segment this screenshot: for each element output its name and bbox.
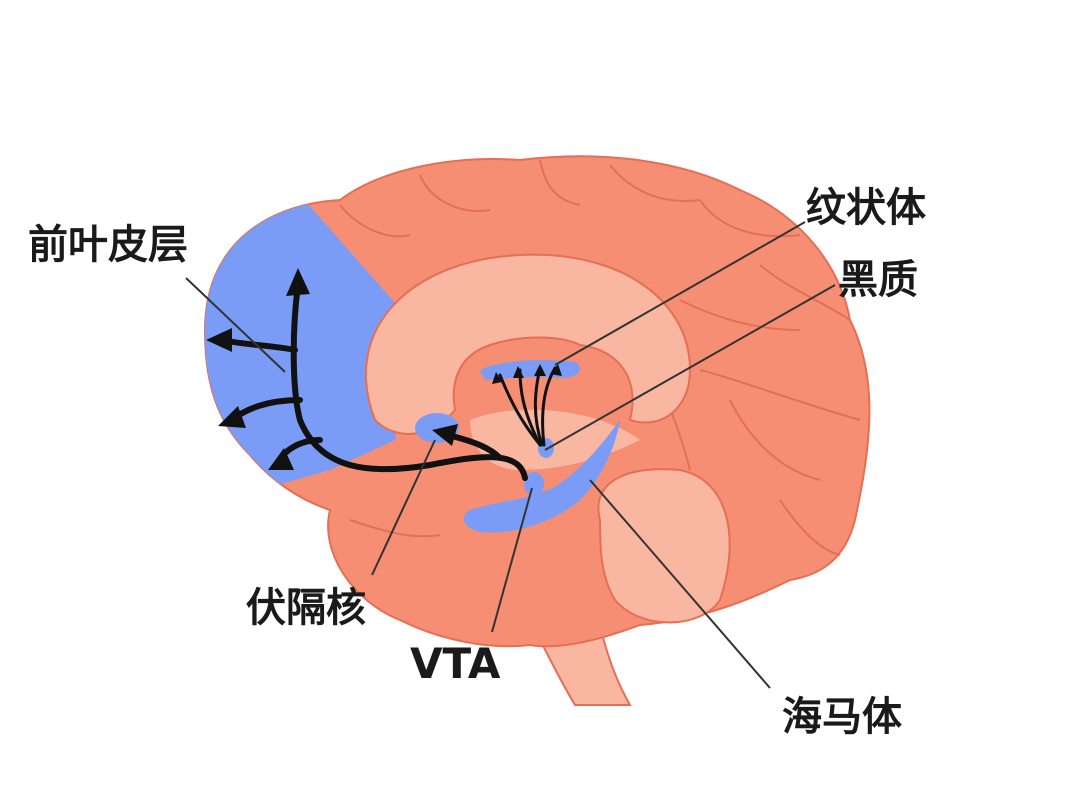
arrowhead bbox=[286, 268, 310, 296]
hippocampus-region bbox=[464, 420, 620, 533]
arrowhead bbox=[218, 406, 246, 428]
arrowhead bbox=[268, 448, 294, 470]
arrowhead bbox=[206, 328, 232, 352]
arrowhead bbox=[432, 424, 458, 446]
arrowhead bbox=[513, 366, 524, 378]
label-hippocampus: 海马体 bbox=[782, 694, 902, 740]
leader-line-vta bbox=[491, 487, 533, 633]
corpus-callosum bbox=[364, 253, 692, 435]
leader-line-nucleus-accumbens bbox=[371, 439, 436, 576]
label-substantia-nigra: 黑质 bbox=[838, 257, 918, 303]
leader-line-substantia-nigra bbox=[544, 284, 836, 451]
label-vta: VTA bbox=[410, 639, 501, 688]
leader-line-prefrontal bbox=[185, 277, 286, 373]
mesolimbic-pathway bbox=[449, 433, 503, 461]
label-striatum: 纹状体 bbox=[806, 185, 926, 231]
leader-line-striatum bbox=[554, 221, 806, 366]
arrowhead bbox=[492, 372, 502, 384]
pathway-arrowheads bbox=[206, 268, 562, 470]
sulci-lines bbox=[339, 159, 861, 556]
arrowhead bbox=[550, 364, 562, 376]
leader-lines bbox=[185, 221, 836, 689]
arrowhead bbox=[534, 364, 546, 376]
leader-line-hippocampus bbox=[589, 479, 771, 689]
cerebellum bbox=[597, 468, 731, 624]
label-nucleus-accumbens: 伏隔核 bbox=[246, 585, 366, 631]
vta-region bbox=[524, 472, 544, 496]
label-prefrontal-cortex: 前叶皮层 bbox=[28, 222, 188, 268]
